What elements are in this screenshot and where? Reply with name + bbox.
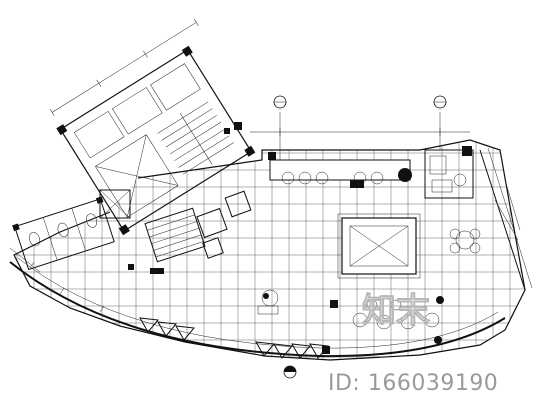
core-dimension-line [49, 18, 199, 116]
axis-marker-a [273, 95, 287, 109]
top-dimension-line [250, 112, 470, 160]
toilet-block [12, 196, 115, 271]
curved-facade [9, 261, 506, 358]
structural-columns [128, 122, 242, 274]
lounge-table-left [257, 289, 338, 315]
watermark-brand: 知末 [362, 291, 430, 331]
entrance-doors-center [255, 341, 330, 359]
stair-treads [157, 101, 234, 175]
watermark: 知末 ID: 166039190 [328, 290, 498, 396]
right-facade-wall [479, 147, 533, 291]
entrance-doors-left [139, 317, 195, 341]
top-counter [268, 152, 412, 188]
right-service-room [424, 146, 474, 199]
central-atrium [337, 213, 421, 279]
elevator-shafts [99, 189, 252, 259]
floor-outline [13, 139, 526, 361]
secondary-stair [144, 207, 206, 263]
curved-facade-inner [17, 257, 499, 349]
axis-marker-b [433, 95, 447, 109]
dining-cluster [352, 296, 444, 344]
watermark-id: ID: 166039190 [328, 371, 498, 396]
lounge-seating-right [449, 228, 481, 254]
axis-marker-c [283, 365, 297, 379]
service-core [56, 45, 256, 236]
facade-dimension-ticks [9, 247, 105, 313]
